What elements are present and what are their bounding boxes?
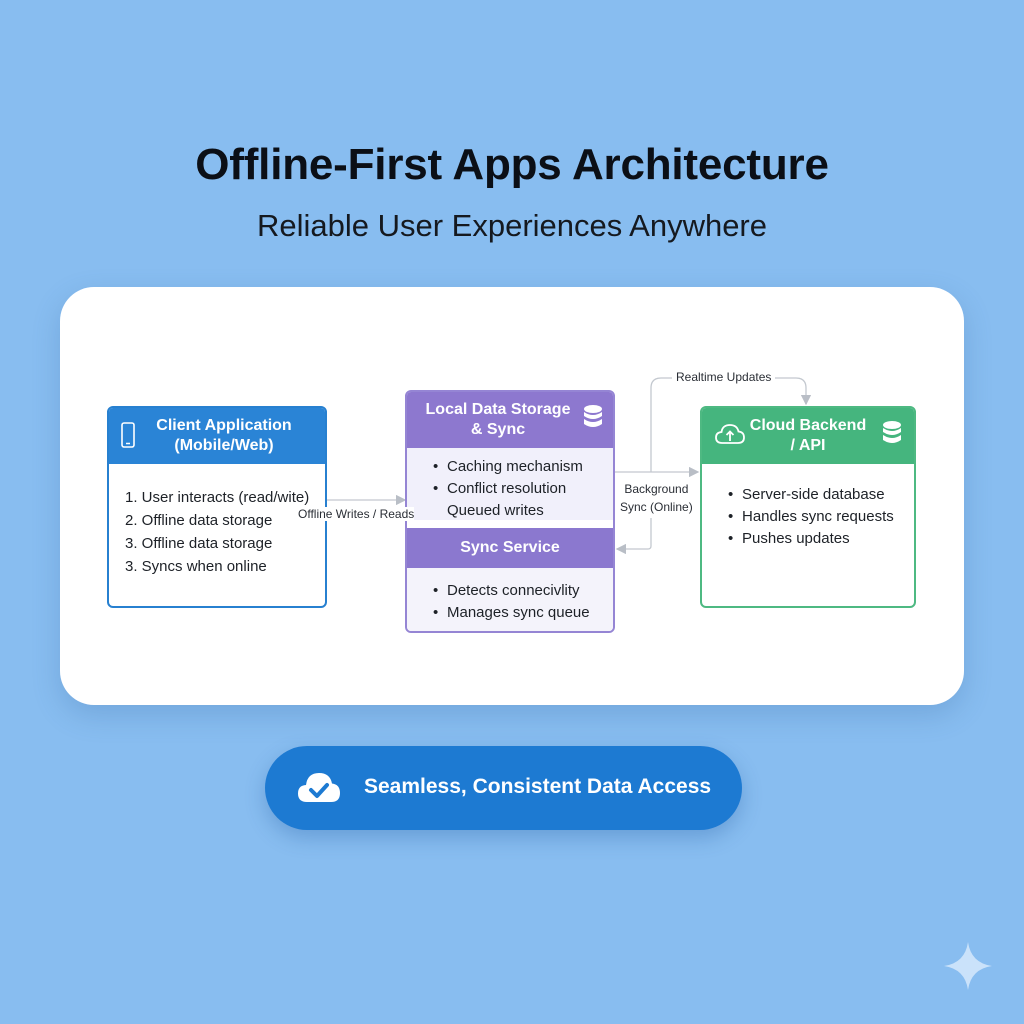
local-features-section bbox=[407, 448, 613, 520]
background-sync-label-line2: Sync (Online) bbox=[620, 500, 693, 514]
sync-service-section bbox=[407, 568, 613, 631]
page-subtitle: Reliable User Experiences Anywhere bbox=[256, 208, 768, 243]
cloud-title-line2: / API bbox=[790, 437, 826, 454]
client-header: Client Application (Mobile/Web) bbox=[109, 408, 325, 464]
seamless-access-badge[interactable]: Seamless, Consistent Data Access bbox=[265, 746, 742, 830]
client-application-box: Client Application (Mobile/Web) 1. User … bbox=[107, 406, 327, 608]
background-sync-label-line1: Background bbox=[624, 482, 689, 496]
cloud-header: Cloud Backend / API bbox=[702, 408, 914, 464]
cloud-title-line1: Cloud Backend bbox=[749, 417, 867, 434]
offline-writes-label: Offline Writes / Reads bbox=[298, 507, 415, 521]
sync-service-header: Sync Service bbox=[407, 528, 613, 568]
list-item: •Manages sync queue bbox=[433, 604, 590, 621]
local-title-line2: & Sync bbox=[470, 421, 526, 438]
list-item: Queued writes bbox=[447, 502, 544, 519]
sparkle-icon bbox=[944, 942, 992, 990]
seamless-access-label: Seamless, Consistent Data Access bbox=[364, 775, 712, 798]
list-item: 3. Offline data storage bbox=[125, 535, 273, 552]
phone-icon bbox=[121, 422, 135, 448]
list-item: •Server-side database bbox=[728, 486, 885, 503]
list-item: •Detects connecivlity bbox=[433, 582, 580, 599]
client-title-line1: Client Application bbox=[156, 417, 292, 434]
background-sync-return-arrow bbox=[615, 518, 652, 555]
list-item: 2. Offline data storage bbox=[125, 512, 273, 529]
database-icon bbox=[584, 405, 602, 427]
client-title-line2: (Mobile/Web) bbox=[174, 437, 274, 454]
cloud-check-icon bbox=[298, 773, 340, 802]
list-item: 1. User interacts (read/wite) bbox=[125, 489, 310, 506]
cloud-upload-icon bbox=[715, 424, 745, 444]
local-features-list: •Caching mechanism •Conflict resolution … bbox=[433, 456, 583, 522]
local-title-line1: Local Data Storage bbox=[425, 401, 571, 418]
list-item: 3. Syncs when online bbox=[125, 558, 267, 575]
realtime-updates-label: Realtime Updates bbox=[672, 370, 776, 384]
list-item: •Caching mechanism bbox=[433, 458, 583, 475]
background-sync-label: Background Sync (Online) bbox=[620, 480, 693, 516]
cloud-backend-box: Cloud Backend / API •Server-side databas… bbox=[700, 406, 916, 608]
database-icon bbox=[883, 421, 901, 443]
cloud-features-list: •Server-side database •Handles sync requ… bbox=[728, 484, 894, 550]
client-steps-list: 1. User interacts (read/wite) 2. Offline… bbox=[125, 486, 309, 578]
list-item: •Pushes updates bbox=[728, 530, 850, 547]
local-storage-box: Local Data Storage & Sync •Caching mecha… bbox=[405, 390, 615, 633]
list-item: •Conflict resolution bbox=[433, 480, 567, 497]
list-item: •Handles sync requests bbox=[728, 508, 894, 525]
page-title: Offline-First Apps Architecture bbox=[195, 140, 829, 189]
local-header: Local Data Storage & Sync bbox=[407, 392, 613, 448]
sync-service-list: •Detects connecivlity •Manages sync queu… bbox=[433, 580, 590, 624]
